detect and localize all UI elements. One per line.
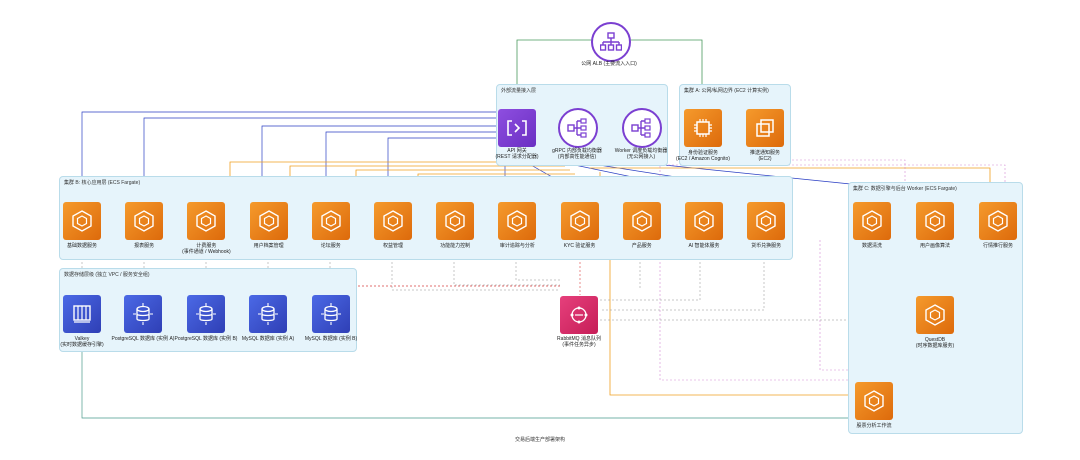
mysql-b-label: MySQL 数据库 (实例 B) <box>304 336 358 342</box>
alb-icon[interactable] <box>591 22 631 62</box>
forum-service-icon[interactable] <box>311 202 350 240</box>
mysql-b-icon[interactable] <box>312 295 350 333</box>
product-service-icon[interactable] <box>622 202 661 240</box>
audit-service-label: 审计追踪与分析 <box>499 243 535 249</box>
postgresql-b-label: PostgreSQL 数据库 (实例 B) <box>174 336 238 342</box>
order-service-icon[interactable] <box>125 202 164 240</box>
worker-lb-label: Worker 调度负载均衡器 <box>614 148 668 154</box>
base-data-service-label: 基础数据服务 <box>66 243 98 249</box>
rabbitmq-icon[interactable] <box>560 296 598 334</box>
group-label: 集群 B: 核心应用层 (ECS Fargate) <box>64 180 141 186</box>
ai-service-icon[interactable] <box>685 202 723 240</box>
rabbitmq-label: RabbitMQ 消息队列 <box>557 336 601 342</box>
audit-service-icon[interactable] <box>498 202 537 240</box>
auth-service-icon[interactable] <box>684 109 722 147</box>
alb-label: 公网 ALB (主要流入入口) <box>581 61 637 67</box>
product-service-label: 产品服务 <box>631 243 652 249</box>
wallet-service-icon[interactable] <box>747 202 786 240</box>
postgresql-a-icon[interactable] <box>124 295 162 333</box>
grpc-lb-sublabel: (内部高性能通信) <box>557 154 597 160</box>
group-label: 集群 C: 数据引擎与后台 Worker (ECS Fargate) <box>853 186 957 192</box>
grpc-lb-label: gRPC 内部负载均衡器 <box>552 148 602 154</box>
order-service-label: 报表服务 <box>134 243 155 249</box>
user-profile-service-icon[interactable] <box>249 202 288 240</box>
base-data-service-icon[interactable] <box>63 202 101 240</box>
questdb-icon[interactable] <box>916 296 954 334</box>
grpc-lb-icon[interactable] <box>558 108 598 148</box>
valkey-sublabel: (实时数据缓存引擎) <box>60 342 104 348</box>
valkey-icon[interactable] <box>63 295 101 333</box>
worker-lb-sublabel: (无公网接入) <box>626 154 656 160</box>
rabbitmq-sublabel: (事件任务异步) <box>562 342 596 348</box>
mysql-a-icon[interactable] <box>249 295 287 333</box>
postgresql-b-icon[interactable] <box>187 295 225 333</box>
calc-service-label: 计费服务 <box>196 243 217 249</box>
diagram-caption: 交易后端生产部署架构 <box>514 437 565 443</box>
feature-service-label: 功能能力控制 <box>440 243 471 249</box>
postgresql-a-label: PostgreSQL 数据库 (实例 A) <box>111 336 175 342</box>
analytics-icon[interactable] <box>855 382 893 420</box>
cluster-b-group: 集群 B: 核心应用层 (ECS Fargate) <box>59 176 793 260</box>
api-gateway-icon[interactable] <box>498 109 536 147</box>
ai-service-label: AI 智能体服务 <box>688 243 720 249</box>
analytics-label: 股票分析工作流 <box>856 423 892 429</box>
kyc-service-label: KYC 验证服务 <box>563 243 596 249</box>
group-label: 数据存储层级 (独立 VPC / 服务安全组) <box>64 272 150 278</box>
permission-service-label: 权益管理 <box>382 243 404 249</box>
group-label: 集群 A: 公网/私网边界 (EC2 计算实例) <box>684 88 769 94</box>
feature-service-icon[interactable] <box>436 202 475 240</box>
user-agg-icon[interactable] <box>916 202 954 240</box>
market-label: 行情推行服务 <box>982 243 1014 249</box>
mysql-a-label: MySQL 数据库 (实例 A) <box>241 336 295 342</box>
group-label: 外部流量接入层 <box>501 88 537 94</box>
user-profile-service-label: 用户档案管理 <box>253 243 284 249</box>
auth-service-label: 身份验证服务 <box>687 150 719 156</box>
forum-service-label: 论坛服务 <box>320 243 341 249</box>
worker-lb-icon[interactable] <box>622 108 662 148</box>
wallet-service-label: 货币兑换服务 <box>751 243 782 249</box>
data-clean-label: 数据清洗 <box>861 243 883 249</box>
push-service-sublabel: (EC2) <box>758 156 772 162</box>
user-agg-label: 用户画像算法 <box>919 243 951 249</box>
push-service-label: 推送通知服务 <box>749 150 781 156</box>
data-clean-icon[interactable] <box>853 202 891 240</box>
permission-service-icon[interactable] <box>374 202 412 240</box>
questdb-label: QuestDB <box>924 337 946 343</box>
calc-service-icon[interactable] <box>187 202 226 240</box>
calc-service-sublabel: (事件通道 / Webhook) <box>182 249 231 255</box>
api-gateway-sublabel: (REST 请求分配器) <box>495 154 539 160</box>
push-service-icon[interactable] <box>746 109 784 147</box>
kyc-service-icon[interactable] <box>560 202 599 240</box>
valkey-label: Valkey <box>74 336 90 342</box>
questdb-sublabel: (时序数据库服务) <box>915 343 955 349</box>
market-icon[interactable] <box>979 202 1017 240</box>
api-gateway-label: API 网关 <box>507 148 527 154</box>
auth-service-sublabel: (EC2 / Amazon Cognito) <box>676 156 730 162</box>
